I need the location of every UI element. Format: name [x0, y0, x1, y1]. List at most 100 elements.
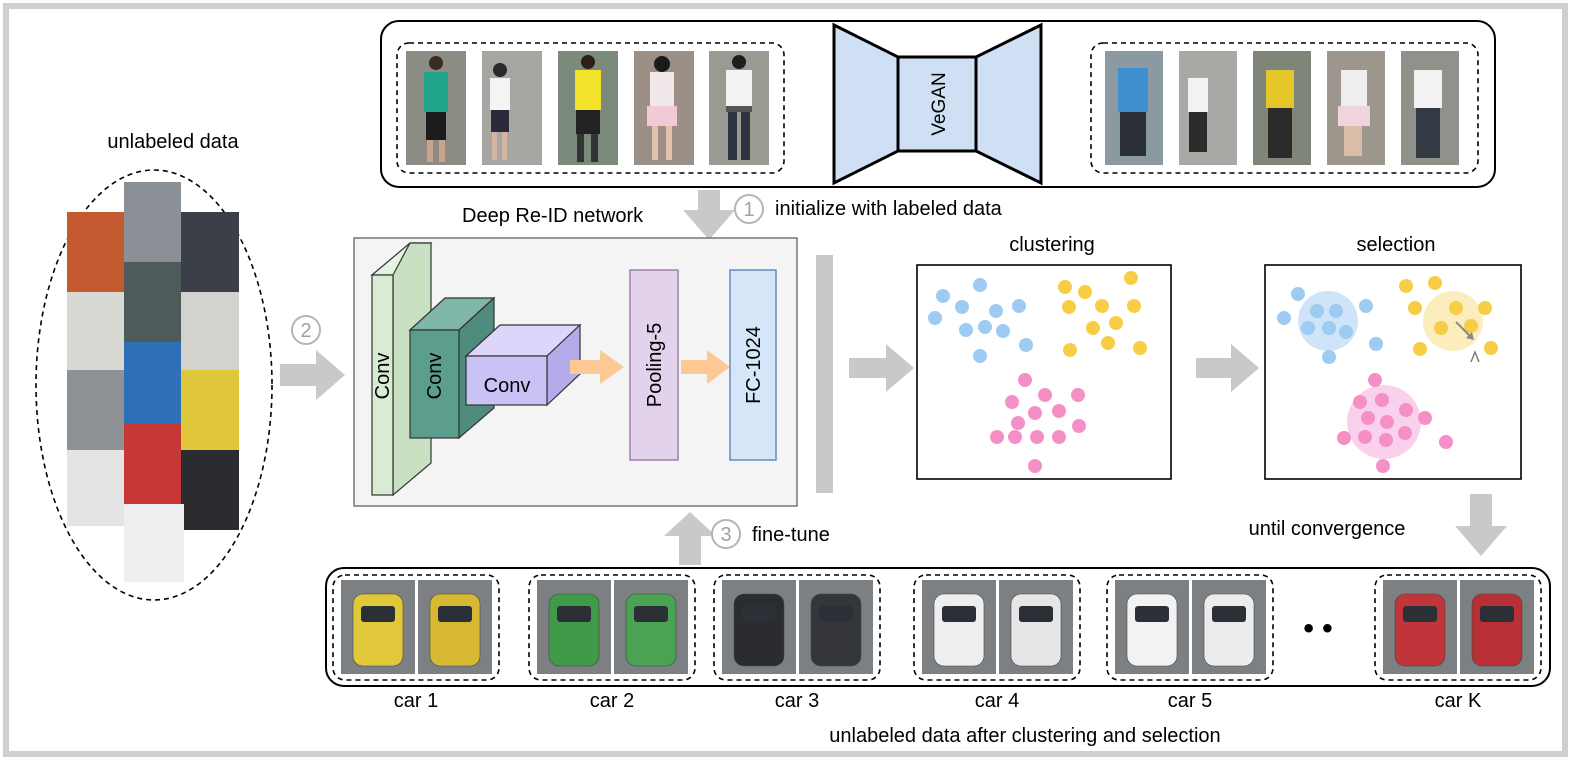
- cluster-halo-blue: [1298, 291, 1358, 351]
- car-body: [810, 593, 862, 667]
- cluster-point: [1062, 300, 1076, 314]
- convergence-arrow: [1455, 494, 1507, 556]
- fine-tune-arrow: [664, 512, 716, 565]
- cluster-point: [1071, 388, 1085, 402]
- cluster-point: [1018, 373, 1032, 387]
- conv-layer-3: Conv: [464, 323, 582, 407]
- reid-network-panel: Conv Conv Conv Pooling-5: [353, 237, 798, 507]
- car-image: [124, 424, 181, 504]
- cluster-point: [1101, 336, 1115, 350]
- car-windshield: [634, 606, 668, 622]
- cluster-point: [1413, 342, 1427, 356]
- cluster-point: [1434, 321, 1448, 335]
- person-image: [709, 51, 769, 165]
- clustering-panel: [916, 264, 1172, 480]
- car-group-frame: [713, 574, 881, 681]
- cluster-point: [1030, 430, 1044, 444]
- cluster-point: [1086, 321, 1100, 335]
- cluster-point: [1124, 271, 1138, 285]
- car-windshield: [742, 606, 776, 622]
- step3-label: fine-tune: [752, 524, 830, 546]
- to-clustering-arrow: [849, 344, 914, 392]
- car-group: car 5: [1106, 574, 1274, 712]
- cluster-point: [1361, 411, 1375, 425]
- person-image: [1105, 51, 1163, 165]
- car-windshield: [1212, 606, 1246, 622]
- car-image: [67, 292, 124, 370]
- step3-marker: 3: [711, 519, 741, 549]
- svg-text:2: 2: [300, 320, 311, 342]
- car-image: [181, 212, 239, 292]
- svg-text:Conv: Conv: [484, 375, 531, 397]
- car-body: [1203, 593, 1255, 667]
- cluster-point: [928, 311, 942, 325]
- person-image: [1327, 51, 1385, 165]
- cluster-point: [1359, 299, 1373, 313]
- outer-frame: [3, 3, 1568, 757]
- real-person-images: [406, 51, 769, 165]
- cluster-point: [1301, 321, 1315, 335]
- cluster-point: [1058, 280, 1072, 294]
- cluster-point: [1291, 287, 1305, 301]
- svg-text:Conv: Conv: [372, 353, 394, 400]
- deep-reid-network-label: Deep Re-ID network: [462, 205, 644, 227]
- clustering-points: [928, 271, 1147, 473]
- person-image: [1401, 51, 1459, 165]
- car-body: [1471, 593, 1523, 667]
- cluster-point: [1322, 321, 1336, 335]
- cluster-point: [1439, 435, 1453, 449]
- distance-marker: [1455, 321, 1480, 363]
- generated-person-images: [1105, 51, 1459, 165]
- selection-label: selection: [1357, 234, 1436, 256]
- person-image: [1253, 51, 1311, 165]
- svg-text:1: 1: [743, 199, 754, 221]
- car-group-label: car 1: [394, 690, 438, 712]
- car-body: [1010, 593, 1062, 667]
- cluster-point: [989, 304, 1003, 318]
- car-windshield: [1403, 606, 1437, 622]
- cluster-point: [1019, 338, 1033, 352]
- car-body: [933, 593, 985, 667]
- person-image: [634, 51, 694, 165]
- car-image: [124, 342, 181, 424]
- car-image: [124, 262, 181, 342]
- cluster-point: [1127, 299, 1141, 313]
- car-image: [181, 450, 239, 530]
- cluster-point: [1449, 301, 1463, 315]
- cluster-point: [973, 278, 987, 292]
- cluster-point: [1038, 388, 1052, 402]
- car-body: [548, 593, 600, 667]
- cluster-point: [959, 323, 973, 337]
- car-windshield: [1019, 606, 1053, 622]
- until-convergence-label: until convergence: [1249, 518, 1406, 540]
- cluster-point: [1375, 393, 1389, 407]
- step2-marker: 2: [291, 315, 321, 345]
- car-group-label: car 5: [1168, 690, 1212, 712]
- to-selection-arrow: [1196, 344, 1259, 392]
- cluster-point: [973, 349, 987, 363]
- input-arrow: [280, 350, 345, 400]
- cluster-point: [1133, 341, 1147, 355]
- car-image: [124, 504, 184, 582]
- initialize-arrow: [683, 190, 735, 240]
- cluster-point: [1408, 301, 1422, 315]
- person-image: [1179, 51, 1237, 165]
- car-windshield: [1135, 606, 1169, 622]
- car-group-frame: [528, 574, 696, 681]
- car-group: car 1: [332, 574, 500, 712]
- cluster-point: [1380, 415, 1394, 429]
- car-group: car 4: [913, 574, 1081, 712]
- pooling-layer: Pooling-5: [629, 269, 679, 461]
- cluster-point: [1399, 279, 1413, 293]
- cluster-point: [1399, 403, 1413, 417]
- cluster-point: [1484, 341, 1498, 355]
- svg-text:FC-1024: FC-1024: [743, 326, 765, 404]
- car-group-label: car 2: [590, 690, 634, 712]
- cluster-point: [1376, 459, 1390, 473]
- real-person-group: [396, 42, 785, 174]
- car-group: car 2: [528, 574, 696, 712]
- cluster-point: [1109, 316, 1123, 330]
- cluster-point: [1379, 433, 1393, 447]
- forward-arrow: [570, 350, 624, 384]
